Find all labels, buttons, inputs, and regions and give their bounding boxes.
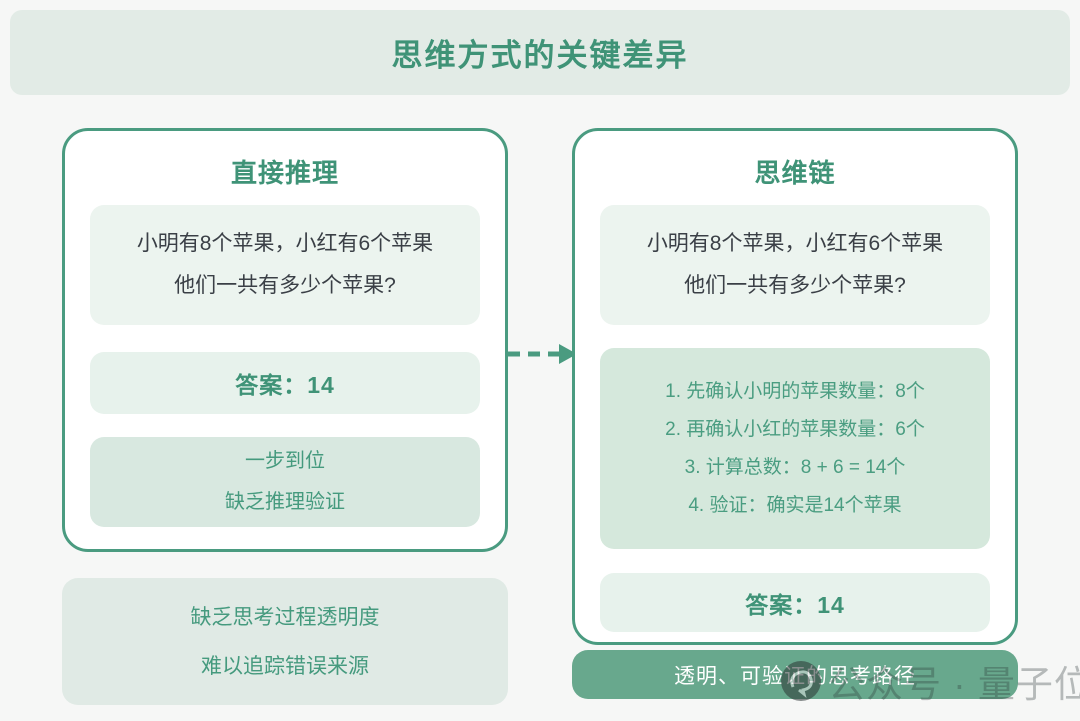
reasoning-step: 2. 再确认小红的苹果数量：6个: [665, 418, 925, 440]
answer-box-right: 答案：14: [600, 573, 990, 632]
header-banner: 思维方式的关键差异: [10, 10, 1070, 95]
note-line: 一步到位: [245, 450, 325, 472]
answer-text: 答案：14: [745, 591, 845, 618]
chain-of-thought-benefit-pill: 透明、可验证的思考路径: [572, 650, 1018, 699]
question-box-right: 小明有8个苹果，小红有6个苹果 他们一共有多少个苹果?: [600, 205, 990, 325]
direct-reasoning-card: 直接推理 小明有8个苹果，小红有6个苹果 他们一共有多少个苹果? 答案：14 一…: [62, 128, 508, 552]
direct-reasoning-title: 直接推理: [230, 158, 339, 188]
reasoning-step: 1. 先确认小明的苹果数量：8个: [665, 380, 925, 402]
reasoning-steps-box: 1. 先确认小明的苹果数量：8个 2. 再确认小红的苹果数量：6个 3. 计算总…: [600, 348, 990, 549]
direct-reasoning-drawback-box: 缺乏思考过程透明度 难以追踪错误来源: [62, 578, 508, 705]
reasoning-step: 4. 验证：确实是14个苹果: [688, 494, 902, 516]
question-box-left: 小明有8个苹果，小红有6个苹果 他们一共有多少个苹果?: [90, 205, 480, 325]
page-title: 思维方式的关键差异: [391, 38, 689, 73]
dashed-right-arrow-icon: [507, 341, 579, 367]
benefit-text: 透明、可验证的思考路径: [674, 664, 916, 688]
drawback-line: 难以追踪错误来源: [201, 654, 369, 678]
drawback-line: 缺乏思考过程透明度: [190, 605, 380, 629]
reasoning-step: 3. 计算总数：8 + 6 = 14个: [684, 456, 906, 478]
question-line: 小明有8个苹果，小红有6个苹果: [646, 232, 944, 255]
question-line: 小明有8个苹果，小红有6个苹果: [136, 232, 434, 255]
question-line: 他们一共有多少个苹果?: [174, 274, 396, 297]
note-box-left: 一步到位 缺乏推理验证: [90, 437, 480, 527]
answer-text: 答案：14: [235, 372, 335, 398]
chain-of-thought-card: 思维链 小明有8个苹果，小红有6个苹果 他们一共有多少个苹果? 1. 先确认小明…: [572, 128, 1018, 645]
question-line: 他们一共有多少个苹果?: [684, 274, 906, 297]
chain-of-thought-title: 思维链: [754, 158, 836, 188]
note-line: 缺乏推理验证: [225, 491, 345, 513]
answer-box-left: 答案：14: [90, 352, 480, 414]
